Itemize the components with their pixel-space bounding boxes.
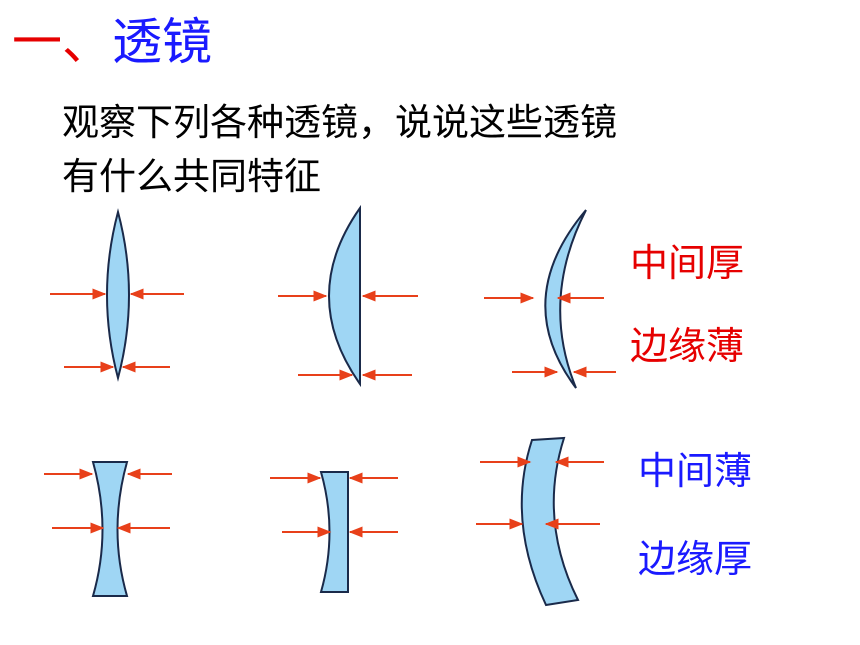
plano-convex-lens	[328, 204, 361, 388]
concave-meniscus-lens	[520, 436, 580, 607]
title-text: 透镜	[112, 13, 212, 71]
question-line-1: 观察下列各种透镜，说说这些透镜	[62, 101, 617, 144]
concave-label-thick-edge: 边缘厚	[638, 537, 753, 581]
biconcave-lens	[91, 461, 129, 597]
question-line-2: 有什么共同特征	[62, 155, 321, 198]
page-title: 一、透镜	[12, 6, 212, 78]
plano-concave-lens	[319, 471, 349, 593]
convex-meniscus-lens	[544, 209, 587, 389]
convex-label-thin-edge: 边缘薄	[630, 324, 745, 368]
convex-label-thick-middle: 中间厚	[630, 241, 745, 285]
biconvex-lens	[106, 208, 130, 382]
concave-label-thin-middle: 中间薄	[638, 449, 753, 493]
title-prefix: 一、	[12, 13, 112, 71]
